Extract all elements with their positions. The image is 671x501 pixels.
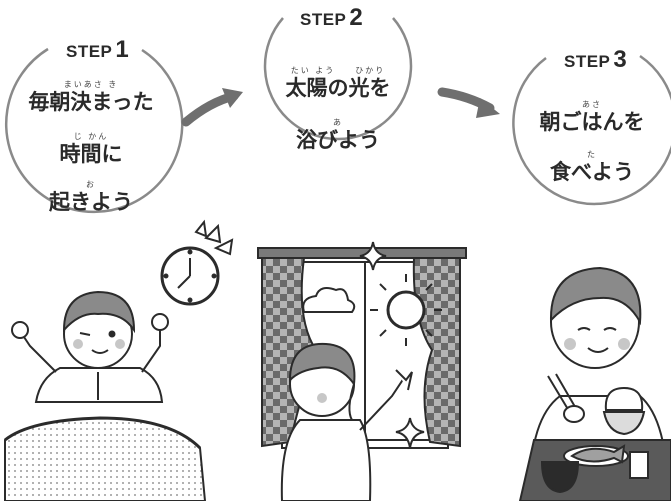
- alarm-clock-icon: [160, 219, 234, 306]
- sparkle-icon: [395, 417, 425, 449]
- step2-label: STEP: [300, 10, 347, 29]
- step1-line-1: まいあさ き 毎朝決まった: [21, 80, 161, 114]
- step3-label: STEP: [564, 52, 611, 71]
- sparkle-icon: [359, 241, 387, 271]
- step1-number: 1: [115, 36, 130, 63]
- step3-text-2: 食べよう: [550, 160, 634, 184]
- step2-number: 2: [349, 4, 364, 31]
- step1-ruby-1: まいあさ き: [63, 80, 119, 89]
- step1-text-3: 起きよう: [49, 190, 133, 214]
- step1-text-2: 時間に: [59, 142, 123, 166]
- step1-text-1: 毎朝決まった: [28, 90, 154, 114]
- step2-line-1: たい よう ひかり 太陽の光を: [268, 66, 408, 100]
- step1-line-3: お 起きよう: [21, 180, 161, 214]
- step3-line-1: あさ 朝ごはんを: [522, 100, 662, 134]
- step1-ruby-2: じ かん: [73, 132, 109, 141]
- step3-line-2: た 食べよう: [522, 150, 662, 184]
- step3-circle: [512, 54, 671, 206]
- step2-circle: [263, 17, 413, 141]
- step1-ruby-3: お: [86, 180, 96, 189]
- step1-line-2: じ かん 時間に: [21, 132, 161, 166]
- arrow-right-icon: [181, 88, 243, 127]
- boy-breakfast-illustration: [518, 266, 671, 501]
- step3-ruby-2: た: [587, 150, 597, 159]
- boy-waking-illustration: [4, 290, 207, 501]
- step3-number: 3: [613, 46, 628, 73]
- step2-text-2: 浴びよう: [296, 128, 380, 152]
- step3-text-1: 朝ごはんを: [539, 110, 645, 134]
- step1-label: STEP: [66, 42, 113, 61]
- sun-icon: [370, 274, 442, 346]
- step3-ruby-1: あさ: [582, 100, 602, 109]
- step1-circle: [5, 47, 184, 214]
- step2-line-2: あ 浴びよう: [268, 118, 408, 152]
- girl-curtain-illustration: [257, 247, 467, 501]
- step2-ruby-1: たい よう ひかり: [290, 66, 386, 75]
- step2-ruby-2: あ: [333, 118, 343, 127]
- arrow-right-icon: [437, 87, 500, 118]
- step2-text-1: 太陽の光を: [285, 76, 391, 100]
